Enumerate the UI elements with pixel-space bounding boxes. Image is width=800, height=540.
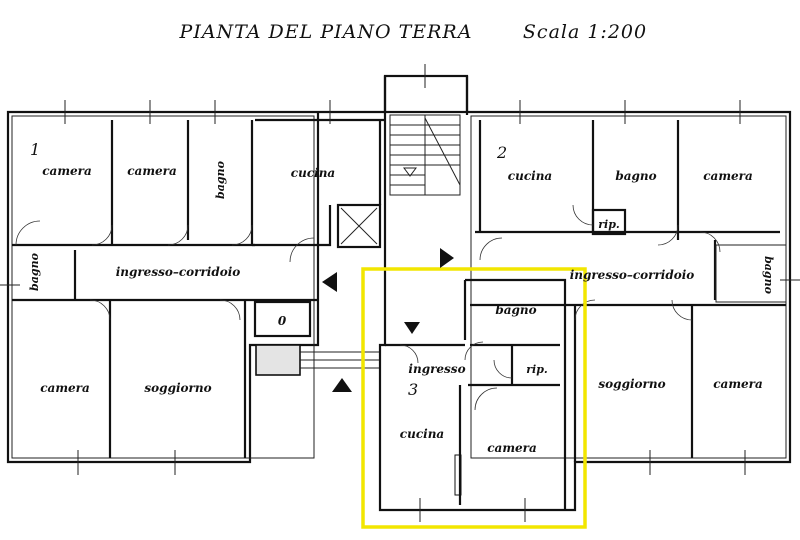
room-label: camera: [40, 381, 90, 395]
room-label: cucina: [291, 166, 335, 180]
room-label: bagno: [495, 303, 536, 317]
room-label: soggiorno: [144, 381, 211, 395]
arrow-down-icon: [404, 322, 420, 334]
room-label: camera: [703, 169, 753, 183]
room-label: rip.: [598, 218, 620, 231]
lift-shaft: [336, 203, 382, 249]
stairs: [389, 114, 461, 196]
arrow-left-icon: [322, 272, 337, 292]
room-label: camera: [127, 164, 177, 178]
room-label: cucina: [400, 427, 444, 441]
room-label: cucina: [508, 169, 552, 183]
room-label: camera: [42, 164, 92, 178]
entrance-arrows: [322, 248, 454, 392]
plan-title: PIANTA DEL PIANO TERRA: [179, 21, 473, 43]
window-ticks: [0, 64, 800, 522]
o-mark: 0: [278, 314, 287, 328]
room-label: bagno: [762, 256, 775, 294]
unit-1-details: [15, 220, 380, 376]
room-label: rip.: [526, 363, 548, 376]
room-label: camera: [487, 441, 537, 455]
room-label: bagno: [615, 169, 656, 183]
unit-2-details: [479, 204, 787, 321]
unit-3-number: 3: [408, 380, 418, 399]
room-label: soggiorno: [598, 377, 665, 391]
room-label: ingresso: [408, 362, 465, 376]
unit-2-number: 2: [496, 143, 507, 162]
room-label: bagno: [214, 161, 227, 199]
room-label: camera: [713, 377, 763, 391]
room-label: ingresso–corridoio: [570, 268, 695, 282]
arrow-right-icon: [440, 248, 454, 268]
outer-walls: [6, 74, 792, 464]
room-label: bagno: [28, 253, 41, 291]
unit-1-walls: [12, 118, 385, 458]
unit-1-number: 1: [30, 140, 40, 159]
room-label: ingresso–corridoio: [116, 265, 241, 279]
unit-3-walls: [378, 278, 585, 512]
unit-3-highlight: [361, 267, 587, 529]
arrow-up-icon: [332, 378, 352, 392]
plan-scale: Scala 1:200: [523, 21, 647, 43]
